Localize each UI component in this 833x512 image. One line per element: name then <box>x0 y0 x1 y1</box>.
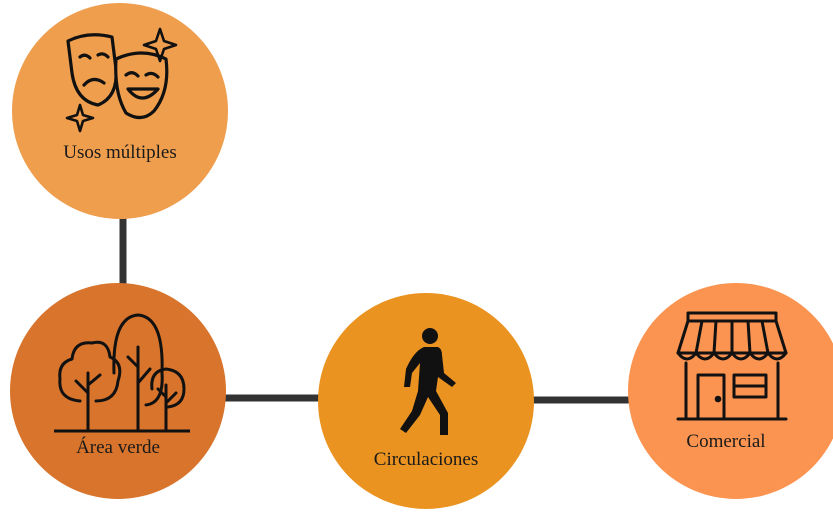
node-comercial: Comercial <box>628 283 833 499</box>
storefront-icon <box>676 311 788 421</box>
trees-icon <box>54 313 190 433</box>
node-usos-multiples: Usos múltiples <box>12 3 228 219</box>
node-area-verde: Área verde <box>10 283 226 499</box>
node-circulaciones: Circulaciones <box>318 293 534 509</box>
node-label: Área verde <box>76 437 160 458</box>
walking-person-icon <box>400 328 456 435</box>
node-label: Circulaciones <box>373 449 479 470</box>
theater-masks-icon <box>65 27 178 133</box>
node-label: Usos múltiples <box>63 142 177 163</box>
node-label: Comercial <box>686 431 766 452</box>
